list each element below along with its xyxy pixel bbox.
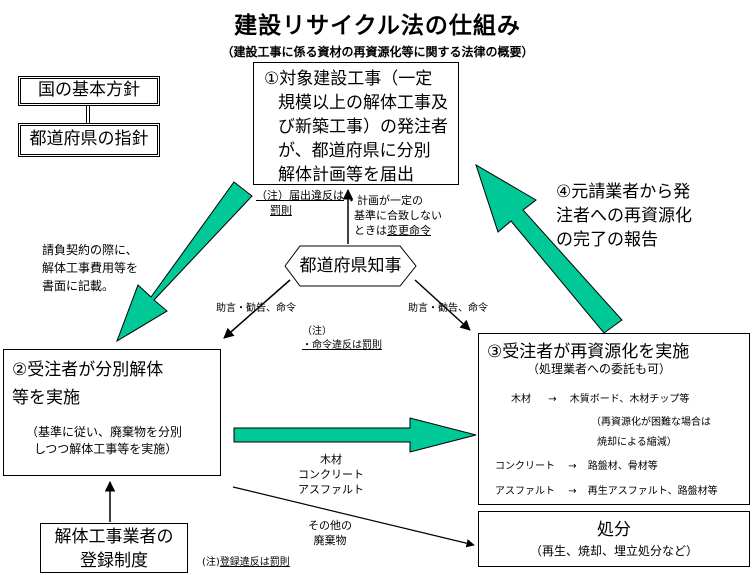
wood-material: 木材 <box>511 394 531 405</box>
material-label-wood: 木材 <box>320 453 342 466</box>
orderer-notification-box: ①対象建設工事（一定 規模以上の解体工事及 び新築工事）の発注者 が、都道府県に… <box>253 62 459 185</box>
recycling-row-asphalt: アスファルト → 再生アスファルト、路盤材等 <box>495 485 718 499</box>
governor-hexagon <box>284 245 417 287</box>
governor-label: 都道府県知事 <box>299 256 402 276</box>
registration-note-text: 登録違反は罰則 <box>219 557 290 568</box>
completion-report-text: ④元請業者から発 注者への再資源化 の完了の報告 <box>556 180 692 252</box>
asphalt-result: 再生アスファルト、路盤材等 <box>587 486 718 497</box>
contract-note: 請負契約の際に、 解体工事費用等を 書面に記載。 <box>42 241 138 295</box>
disposal-detail: （再生、焼却、埋立処分など） <box>529 544 698 558</box>
concrete-arrow: → <box>568 461 577 472</box>
plan-note-line-3: ときは変更命令 <box>354 223 442 238</box>
orderer-line-5: 解体計画等を届出 <box>278 165 414 185</box>
national-policy-label: 国の基本方針 <box>38 80 140 100</box>
separation-detail-line-2: しつつ解体工事等を実施） <box>34 442 178 456</box>
plan-note-line-1: ・計画が一定の <box>346 194 423 207</box>
disposal-title: 処分 <box>597 520 631 540</box>
disposal-box: 処分 （再生、焼却、埋立処分など） <box>478 511 750 567</box>
recycling-box: ③受注者が再資源化を実施 （処理業者への委託も可） 木材 → 木質ボード、木材チ… <box>478 333 750 505</box>
separation-line-2: 等を実施 <box>12 388 80 408</box>
report-line-3: の完了の報告 <box>556 230 658 250</box>
order-note-line-1: （注） <box>302 326 332 337</box>
policy-connector <box>86 106 90 124</box>
materials-label: 木材 コンクリート アスファルト <box>296 452 366 497</box>
asphalt-arrow: → <box>568 486 577 497</box>
prefectural-policy-box: 都道府県の指針 <box>18 123 160 157</box>
orderer-line-1: ①対象建設工事（一定 <box>264 69 433 89</box>
recycling-subtitle: （処理業者への委託も可） <box>527 362 672 376</box>
contract-note-line-1: 請負契約の際に、 <box>42 243 138 257</box>
asphalt-material: アスファルト <box>495 486 555 497</box>
recycling-row-wood: 木材 → 木質ボード、木材チップ等 <box>511 393 689 407</box>
order-violation-note: （注） ・命令違反は罰則 <box>302 325 382 353</box>
prefectural-policy-label: 都道府県の指針 <box>29 129 149 149</box>
order-note-line-2: ・命令違反は罰則 <box>302 340 382 351</box>
material-label-asphalt: アスファルト <box>298 483 364 496</box>
recycling-row-concrete: コンクリート → 路盤材、骨材等 <box>495 460 658 474</box>
material-label-concrete: コンクリート <box>298 468 364 481</box>
contract-note-line-3: 書面に記載。 <box>42 279 115 293</box>
plan-note-line-3-prefix: ときは <box>354 224 387 237</box>
registration-line-1: 解体工事業者の <box>54 527 174 547</box>
other-waste-label: その他の 廃棄物 <box>295 518 365 548</box>
advice-left-label: 助言・勧告、命令 <box>216 303 296 314</box>
diagram-subtitle: （建設工事に係る資材の再資源化等に関する法律の概要） <box>221 45 534 59</box>
wood-note-line-2: 焼却による縮減） <box>597 437 677 448</box>
diagram-title: 建設リサイクル法の仕組み <box>234 13 521 39</box>
recycling-title: ③受注者が再資源化を実施 <box>487 342 690 362</box>
orderer-line-3: び新築工事）の発注者 <box>278 117 448 137</box>
governor-to-contractor-arrow <box>223 279 291 339</box>
plan-note-change-order: 変更命令 <box>387 224 431 237</box>
report-line-2: 注者への再資源化 <box>556 206 692 226</box>
wood-arrow: → <box>548 394 557 405</box>
notification-note-line-2: 罰則 <box>270 204 292 217</box>
governor-to-recycler-arrow <box>414 279 471 331</box>
contract-note-line-2: 解体工事費用等を <box>42 261 139 275</box>
registration-violation-note: (注)登録違反は罰則 <box>202 556 290 570</box>
national-policy-box: 国の基本方針 <box>18 76 160 106</box>
separation-detail-line-1: （基準に従い、廃棄物を分別 <box>26 425 183 439</box>
plan-note-line-2: 基準に合致しない <box>354 209 442 222</box>
notification-note-line-1: （注）届出違反は <box>256 189 344 202</box>
concrete-result: 路盤材、骨材等 <box>587 461 658 472</box>
separation-detail: （基準に従い、廃棄物を分別 しつつ解体工事等を実施） <box>12 424 220 458</box>
wood-result: 木質ボード、木材チップ等 <box>569 394 690 405</box>
orderer-line-4: が、都道府県に分別 <box>278 141 431 161</box>
materials-green-arrow <box>233 417 477 453</box>
plan-change-note: ・計画が一定の 基準に合致しない ときは変更命令 <box>346 193 442 238</box>
registration-note-prefix: (注) <box>202 557 220 568</box>
wood-note-line-1: （再資源化が困難な場合は <box>591 417 711 428</box>
separation-demolition-box: ②受注者が分別解体 等を実施 （基準に従い、廃棄物を分別 しつつ解体工事等を実施… <box>3 349 221 476</box>
wood-note: （再資源化が困難な場合は 焼却による縮減） <box>591 413 711 453</box>
waste-to-disposal-arrow <box>232 486 475 548</box>
other-waste-line-2: 廃棄物 <box>313 534 347 547</box>
report-line-1: ④元請業者から発 <box>556 182 691 202</box>
orderer-line-2: 規模以上の解体工事及 <box>278 93 448 113</box>
registration-line-2: 登録制度 <box>80 551 148 571</box>
registration-box: 解体工事業者の 登録制度 <box>40 523 188 573</box>
notification-violation-note: （注）届出違反は 罰則 <box>256 188 344 218</box>
advice-right-label: 助言・勧告、命令 <box>408 303 488 314</box>
concrete-material: コンクリート <box>495 461 555 472</box>
other-waste-line-1: その他の <box>308 519 352 532</box>
contract-green-arrow <box>116 181 253 343</box>
separation-line-1: ②受注者が分別解体 <box>12 360 164 380</box>
report-green-arrow <box>475 163 623 334</box>
